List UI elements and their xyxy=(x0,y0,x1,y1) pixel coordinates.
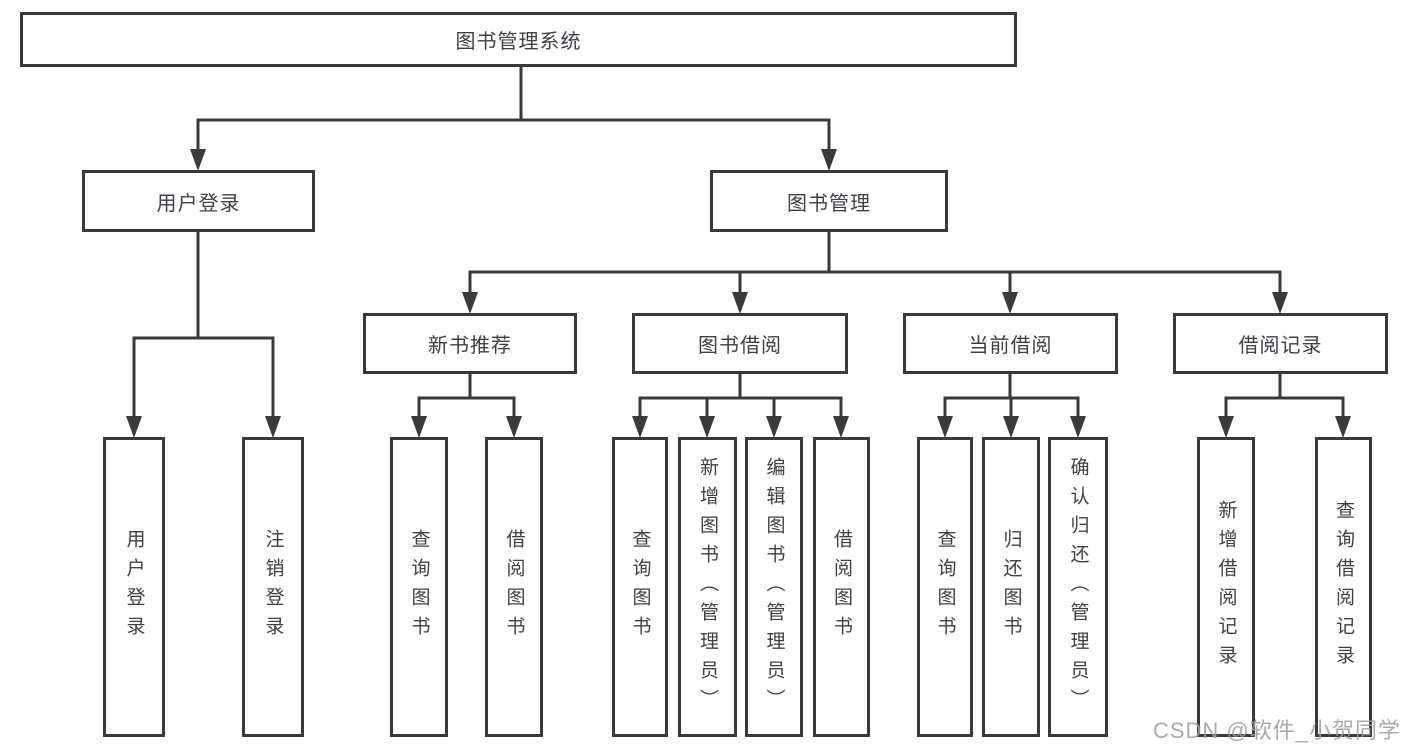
node-label: 借阅图书 xyxy=(503,529,525,645)
node-label: 图书管理系统 xyxy=(455,31,582,53)
connector-bookmgmt-to-level3 xyxy=(462,232,1288,314)
leaf-return-books: 归还图书 xyxy=(982,437,1040,737)
connector-borrowrecords-to-leaves xyxy=(1218,374,1351,438)
leaf-confirm-return-admin: 确认归还（管理员） xyxy=(1048,437,1108,737)
node-label: 借阅记录 xyxy=(1238,335,1323,357)
connector-newbook-to-leaves xyxy=(411,374,522,438)
node-new-book-recommend: 新书推荐 xyxy=(363,313,577,374)
node-label: 归还图书 xyxy=(1000,529,1022,645)
leaf-edit-books-admin: 编辑图书（管理员） xyxy=(745,437,803,737)
leaf-user-login: 用户登录 xyxy=(103,437,165,737)
leaf-query-books: 查询图书 xyxy=(612,437,668,737)
connector-currentborrow-to-leaves xyxy=(937,374,1086,438)
node-label: 新书推荐 xyxy=(428,335,512,357)
node-user-login: 用户登录 xyxy=(82,170,315,232)
node-label: 查询借阅记录 xyxy=(1333,500,1354,674)
leaf-logout: 注销登录 xyxy=(242,437,304,737)
node-label: 查询图书 xyxy=(934,529,956,645)
connector-root-to-level2 xyxy=(190,67,837,171)
node-label: 查询图书 xyxy=(408,529,430,645)
node-label: 图书借阅 xyxy=(698,335,782,357)
leaf-query-books: 查询图书 xyxy=(917,437,973,737)
connector-bookborrow-to-leaves xyxy=(632,374,849,438)
node-label: 新增图书（管理员） xyxy=(697,456,718,718)
node-label: 编辑图书（管理员） xyxy=(763,456,785,718)
node-label: 新增借阅记录 xyxy=(1215,500,1237,674)
csdn-watermark: CSDN @软件_小贺同学 xyxy=(1152,718,1401,743)
node-label: 确认归还（管理员） xyxy=(1067,456,1089,718)
leaf-borrow-books: 借阅图书 xyxy=(485,437,543,737)
node-book-management: 图书管理 xyxy=(710,170,948,232)
node-current-borrow: 当前借阅 xyxy=(903,313,1118,374)
node-label: 图书管理 xyxy=(787,192,871,215)
node-library-management-system: 图书管理系统 xyxy=(20,12,1017,67)
node-borrow-records: 借阅记录 xyxy=(1173,313,1388,374)
node-label: 借阅图书 xyxy=(831,529,852,645)
leaf-add-books-admin: 新增图书（管理员） xyxy=(678,437,737,737)
node-book-borrow: 图书借阅 xyxy=(632,313,848,374)
leaf-borrow-books: 借阅图书 xyxy=(813,437,870,737)
node-label: 用户登录 xyxy=(156,192,241,215)
leaf-add-borrow-record: 新增借阅记录 xyxy=(1197,437,1255,737)
leaf-query-books: 查询图书 xyxy=(390,437,448,737)
node-label: 查询图书 xyxy=(629,529,651,645)
node-label: 用户登录 xyxy=(123,529,145,645)
connector-userlogin-to-leaves xyxy=(126,232,281,438)
node-label: 注销登录 xyxy=(262,529,284,645)
node-label: 当前借阅 xyxy=(968,335,1053,357)
leaf-query-borrow-record: 查询借阅记录 xyxy=(1315,437,1372,737)
